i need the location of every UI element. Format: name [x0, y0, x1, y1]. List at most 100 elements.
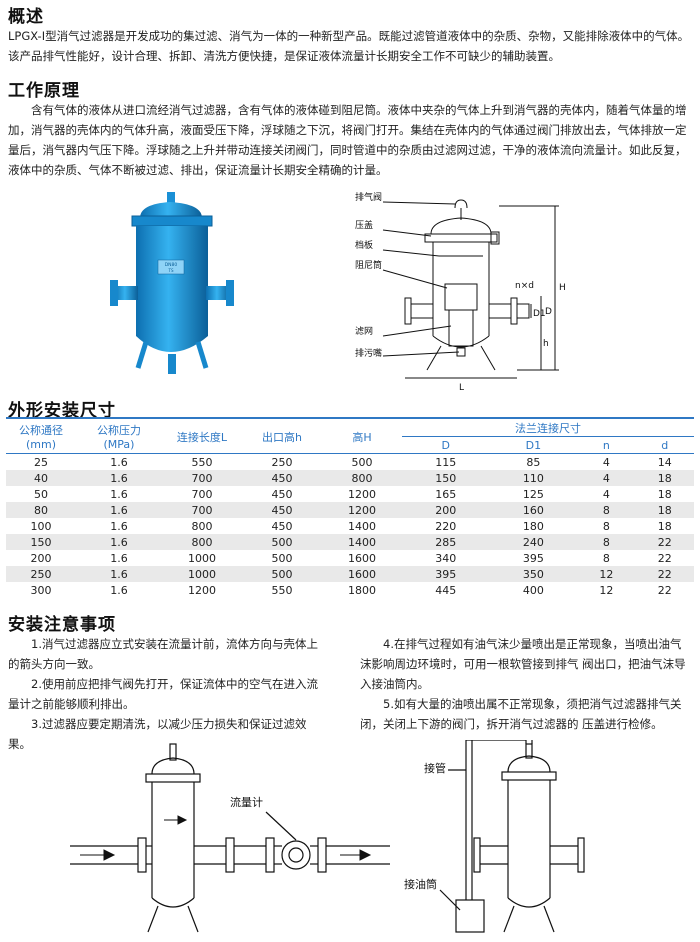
header-flange: 法兰连接尺寸: [402, 420, 694, 437]
header-outlet-h: 出口高h: [242, 420, 322, 454]
table-cell: 250: [6, 566, 76, 582]
table-cell: 500: [242, 534, 322, 550]
label-damping-cylinder: 阻尼筒: [355, 259, 382, 271]
table-cell: 285: [402, 534, 490, 550]
dim-D1: D1: [533, 309, 546, 319]
table-cell: 1.6: [76, 566, 162, 582]
table-cell: 115: [435, 455, 457, 469]
table-cell: 18: [635, 502, 694, 518]
principle-text: 含有气体的液体从进口流经消气过滤器，含有气体的液体碰到阻尼筒。液体中夹杂的气体上…: [8, 103, 687, 177]
dimensions-table: 公称通径(mm) 公称压力(MPa) 连接长度L 出口高h 高H 法兰连接尺寸 …: [6, 420, 694, 598]
filter-structure-diagram: 排气阀 压盖 档板 阻尼筒 滤网 排污嘴 n×d D1 D H h L: [355, 191, 566, 393]
table-cell: 18: [635, 470, 694, 486]
table-cell: 165: [435, 487, 457, 501]
header-height: 高H: [322, 420, 402, 454]
table-cell: 8: [602, 551, 610, 565]
table-cell: 14: [657, 455, 672, 469]
table-cell: 800: [191, 519, 213, 533]
nameplate-line1: DN80: [165, 262, 178, 268]
table-cell: 1400: [322, 534, 402, 550]
label-vent-valve: 排气阀: [355, 191, 382, 203]
table-cell: 300: [30, 583, 52, 597]
overview-text: LPGX-Ⅰ型消气过滤器是开发成功的集过滤、消气为一体的一种新型产品。既能过滤管…: [8, 29, 690, 63]
label-drain-nozzle: 排污嘴: [355, 347, 382, 359]
table-cell: 1.6: [76, 534, 162, 550]
install-diagram-flowmeter: 流量计: [70, 743, 390, 933]
table-cell: 1.6: [110, 583, 128, 597]
table-cell: 22: [635, 534, 694, 550]
filter-product-image: DN80 TS: [110, 192, 234, 374]
table-cell: 1.6: [110, 487, 128, 501]
table-cell: 22: [657, 551, 672, 565]
table-cell: 700: [191, 487, 213, 501]
table-cell: 200: [402, 502, 490, 518]
install-left-column: 1.消气过滤器应立式安装在流量计前，流体方向与壳体上的箭头方向一致。 2.使用前…: [8, 634, 326, 754]
table-cell: 450: [271, 519, 293, 533]
table-cell: 22: [635, 566, 694, 582]
table-cell: 1200: [188, 583, 216, 597]
header-length: 连接长度L: [162, 420, 242, 454]
label-flowmeter: 流量计: [230, 795, 263, 809]
dimensions-title: 外形安装尺寸: [8, 401, 116, 421]
install-note-5: 5.如有大量的油喷出属不正常现象，须把消气过滤器排气关闭，关闭上下游的阀门，拆开…: [360, 697, 682, 731]
table-cell: 1000: [162, 566, 242, 582]
table-cell: 18: [657, 519, 672, 533]
install-diagram-oil-can: 接管 接油筒: [404, 740, 585, 933]
table-cell: 200: [30, 551, 52, 565]
table-cell: 450: [242, 470, 322, 486]
table-cell: 1.6: [110, 455, 128, 469]
table-cell: 8: [577, 534, 636, 550]
table-cell: 22: [657, 583, 672, 597]
install-note-4: 4.在排气过程如有油气沫少量喷出是正常现象，当喷出油气沫影响周边环境时，可用一根…: [360, 637, 686, 691]
table-cell: 25: [34, 455, 48, 469]
table-cell: 550: [271, 583, 293, 597]
table-cell: 550: [191, 455, 213, 469]
nameplate-line2: TS: [168, 268, 174, 273]
table-cell: 395: [402, 566, 490, 582]
header-n: n: [577, 436, 636, 454]
table-cell: 1600: [348, 551, 376, 565]
table-cell: 12: [577, 566, 636, 582]
table-cell: 220: [435, 519, 457, 533]
install-right-column: 4.在排气过程如有油气沫少量喷出是正常现象，当喷出油气沫影响周边环境时，可用一根…: [360, 634, 692, 734]
table-cell: 160: [489, 502, 578, 518]
table-cell: 1200: [322, 502, 402, 518]
dim-nxd: n×d: [515, 281, 534, 291]
header-pn: 公称压力(MPa): [76, 420, 162, 454]
table-cell: 4: [602, 455, 610, 469]
header-D1: D1: [489, 436, 578, 454]
label-baffle: 档板: [355, 239, 373, 251]
table-cell: 1400: [348, 519, 376, 533]
dim-L: L: [459, 383, 464, 393]
table-cell: 40: [6, 470, 76, 486]
table-cell: 445: [435, 583, 457, 597]
table-cell: 500: [351, 455, 373, 469]
table-cell: 100: [30, 519, 52, 533]
table-cell: 700: [162, 470, 242, 486]
table-cell: 50: [34, 487, 48, 501]
dim-H: H: [559, 283, 566, 293]
header-d: d: [635, 436, 694, 454]
table-cell: 1.6: [76, 502, 162, 518]
label-oil-can: 接油筒: [404, 877, 437, 891]
dimensions-rule: [6, 417, 694, 419]
header-D: D: [402, 436, 490, 454]
table-cell: 4: [577, 470, 636, 486]
install-note-1: 1.消气过滤器应立式安装在流量计前，流体方向与壳体上的箭头方向一致。: [8, 637, 318, 671]
table-cell: 800: [322, 470, 402, 486]
table-cell: 240: [489, 534, 578, 550]
table-cell: 80: [6, 502, 76, 518]
header-dn: 公称通径(mm): [6, 420, 76, 454]
table-cell: 1.6: [110, 519, 128, 533]
table-cell: 395: [522, 551, 544, 565]
table-cell: 400: [522, 583, 544, 597]
table-cell: 1.6: [110, 551, 128, 565]
